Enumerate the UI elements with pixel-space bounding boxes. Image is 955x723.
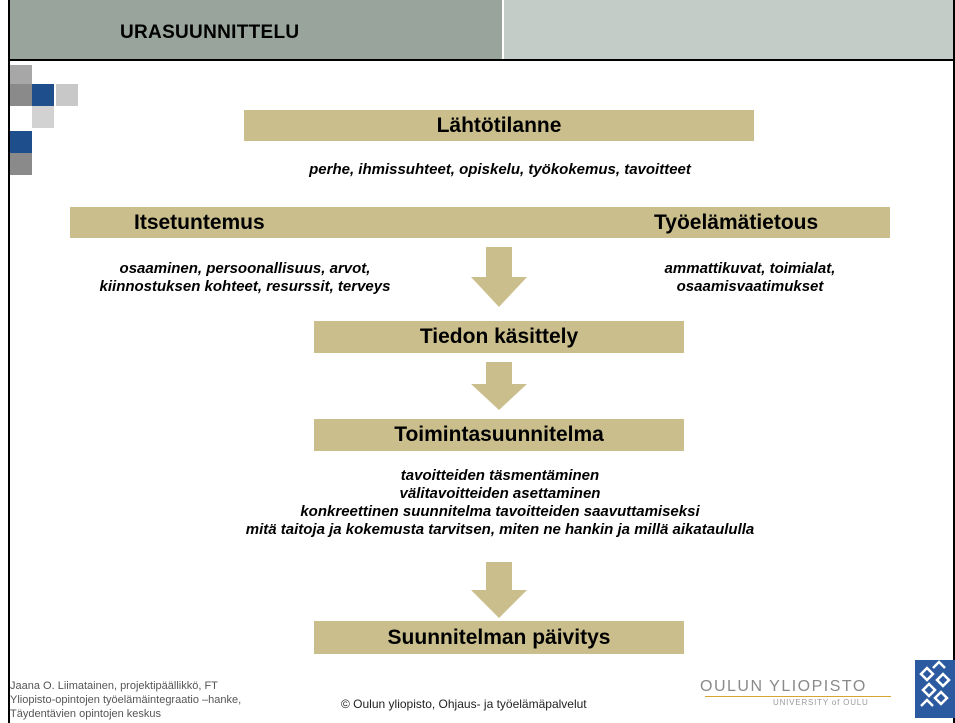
toimintasuunnitelma-details: tavoitteiden täsmentäminen välitavoittei… xyxy=(150,467,850,539)
itsetuntemus-line: kiinnostuksen kohteet, resurssit, tervey… xyxy=(99,278,391,295)
decor-square xyxy=(32,84,54,106)
toimintasuunnitelma-line: konkreettinen suunnitelma tavoitteiden s… xyxy=(300,503,700,520)
university-emblem-icon xyxy=(915,660,955,718)
down-arrow-icon xyxy=(471,247,527,307)
university-logo-text: OULUN YLIOPISTO xyxy=(700,678,867,695)
box-lahtotilanne: Lähtötilanne xyxy=(244,110,754,141)
copyright-text: © Oulun yliopisto, Ohjaus- ja työelämäpa… xyxy=(341,697,587,711)
lahtotilanne-details: perhe, ihmissuhteet, opiskelu, työkokemu… xyxy=(309,161,691,178)
down-arrow-icon xyxy=(471,362,527,410)
itsetuntemus-details: osaaminen, persoonallisuus, arvot, kiinn… xyxy=(40,260,450,296)
decor-square xyxy=(32,106,54,128)
box-itsetuntemus: Itsetuntemus xyxy=(134,211,265,234)
university-logo-subtext: UNIVERSITY of OULU xyxy=(773,698,869,707)
slide-frame xyxy=(8,0,955,723)
decor-square xyxy=(56,84,78,106)
knowledge-bar xyxy=(70,207,890,238)
slide-title: URASUUNNITTELU xyxy=(120,22,300,43)
box-toimintasuunnitelma: Toimintasuunnitelma xyxy=(314,419,684,451)
tyoelamatietous-line: ammattikuvat, toimialat, xyxy=(664,260,836,277)
down-arrow-icon xyxy=(471,562,527,618)
author-line: Yliopisto-opintojen työelämäintegraatio … xyxy=(10,694,242,706)
toimintasuunnitelma-line: tavoitteiden täsmentäminen xyxy=(400,467,600,484)
tyoelamatietous-details: ammattikuvat, toimialat, osaamisvaatimuk… xyxy=(600,260,900,296)
box-tyoelamatietous: Työelämätietous xyxy=(654,211,819,234)
slide-header: URASUUNNITTELU xyxy=(8,0,955,61)
toimintasuunnitelma-line: välitavoitteiden asettaminen xyxy=(399,485,601,502)
decor-square xyxy=(10,131,32,153)
itsetuntemus-line: osaaminen, persoonallisuus, arvot, xyxy=(119,260,371,277)
decor-square xyxy=(10,153,32,175)
decor-square xyxy=(10,84,32,106)
logo-divider xyxy=(705,696,891,697)
author-line: Täydentävien opintojen keskus xyxy=(10,708,162,720)
header-right-panel xyxy=(504,0,953,59)
tyoelamatietous-line: osaamisvaatimukset xyxy=(676,278,824,295)
header-left-panel: URASUUNNITTELU xyxy=(10,0,503,59)
author-info: Jaana O. Liimatainen, projektipäällikkö,… xyxy=(10,679,241,721)
author-line: Jaana O. Liimatainen, projektipäällikkö,… xyxy=(10,680,218,692)
decor-square xyxy=(10,65,32,87)
box-suunnitelman-paivitys: Suunnitelman päivitys xyxy=(314,621,684,654)
box-tiedon-kasittely: Tiedon käsittely xyxy=(314,321,684,353)
toimintasuunnitelma-line: mitä taitoja ja kokemusta tarvitsen, mit… xyxy=(245,521,755,538)
